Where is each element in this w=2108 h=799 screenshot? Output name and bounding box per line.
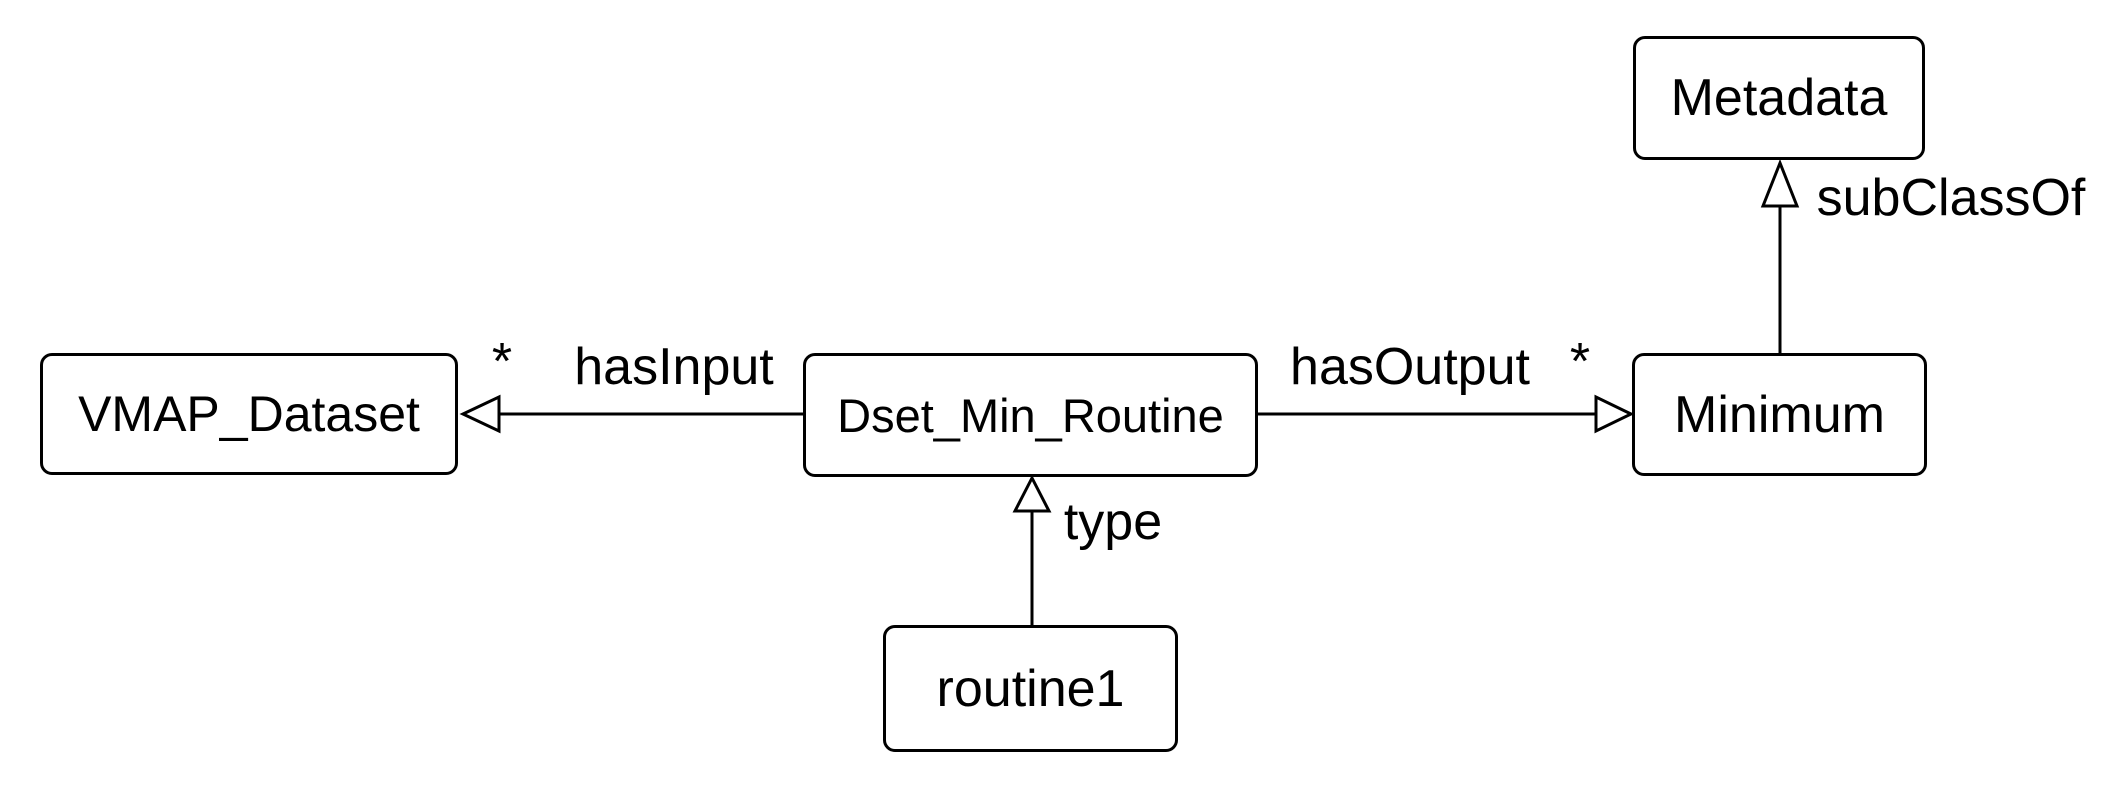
sub-class-of-arrowhead-icon xyxy=(1760,158,1800,208)
has-input-edge xyxy=(459,394,803,434)
type-edge xyxy=(1012,474,1052,625)
has-input-label: hasInput xyxy=(574,338,774,396)
has-output-edge xyxy=(1258,394,1635,434)
node-minimum: Minimum xyxy=(1632,353,1927,476)
has-input-arrowhead-icon xyxy=(459,394,501,434)
node-metadata-label: Metadata xyxy=(1670,69,1888,127)
node-dset-min-routine: Dset_Min_Routine xyxy=(803,353,1258,477)
has-output-multiplicity: * xyxy=(1569,333,1591,391)
sub-class-of-edge xyxy=(1760,158,1800,353)
node-routine1: routine1 xyxy=(883,625,1178,752)
node-metadata: Metadata xyxy=(1633,36,1925,160)
has-input-multiplicity: * xyxy=(491,333,513,391)
has-output-label: hasOutput xyxy=(1290,338,1530,396)
node-dset-min-routine-label: Dset_Min_Routine xyxy=(837,388,1224,442)
node-minimum-label: Minimum xyxy=(1674,385,1885,444)
sub-class-of-label: subClassOf xyxy=(1816,169,2086,227)
node-vmap-dataset-label: VMAP_Dataset xyxy=(78,386,420,442)
type-arrowhead-icon xyxy=(1012,474,1052,513)
node-routine1-label: routine1 xyxy=(936,659,1125,718)
node-vmap-dataset: VMAP_Dataset xyxy=(40,353,458,475)
has-output-arrowhead-icon xyxy=(1594,394,1635,434)
type-label: type xyxy=(1063,493,1163,551)
